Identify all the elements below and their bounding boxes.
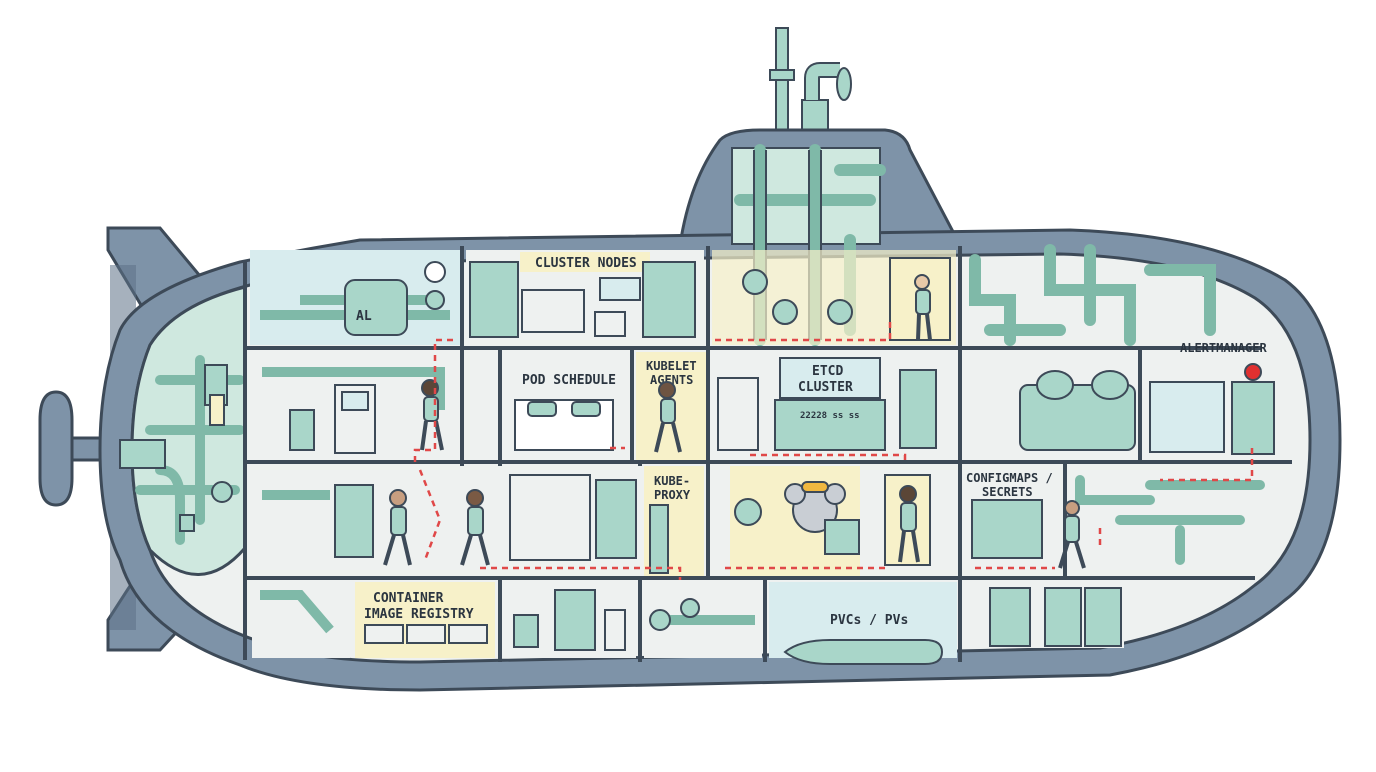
door: [554, 589, 596, 651]
utility-room: [504, 582, 636, 658]
tank: [344, 279, 408, 336]
locker-room: [964, 582, 1124, 648]
engine-block: [1019, 384, 1136, 451]
cabinet: [717, 377, 759, 451]
configmaps-label-line2: SECRETS: [982, 485, 1033, 499]
mascot-room: [730, 466, 931, 576]
engine-room: [964, 352, 1136, 460]
crew-member: [383, 489, 412, 566]
crew-member: [460, 489, 490, 566]
container-registry-room: CONTAINER IMAGE REGISTRY: [355, 582, 495, 658]
registry-label-line2: IMAGE REGISTRY: [364, 607, 474, 622]
desk: [594, 311, 626, 337]
crew-member: [654, 381, 682, 453]
server-cabinet: [971, 499, 1043, 559]
ramp-storage: [252, 582, 350, 658]
monitor-panel: [1149, 381, 1225, 453]
storage-crate: [406, 624, 446, 644]
door: [334, 484, 374, 558]
door: [595, 479, 637, 559]
storage-crate: [364, 624, 404, 644]
cluster-nodes-room: CLUSTER NODES: [466, 250, 704, 345]
etcd-panel-readout: 22228 ss ss: [800, 411, 860, 421]
stern-valves: [119, 364, 233, 532]
etcd-console: [774, 399, 886, 451]
snorkel-pipe: [804, 62, 852, 101]
valve-junction-room: [644, 582, 762, 658]
hard-hat-icon: [801, 481, 829, 493]
valve-wheel-icon: [425, 290, 445, 310]
door: [989, 587, 1031, 647]
crew-member: [1058, 500, 1086, 569]
forward-pipe-room: [1075, 475, 1265, 565]
pod-schedule-room: POD SCHEDULE: [504, 352, 628, 460]
pvcs-room: PVCs / PVs: [769, 582, 957, 665]
control-post: [604, 609, 626, 651]
pressure-gauge-icon: [424, 261, 446, 283]
locker: [642, 261, 696, 338]
alarm-light-icon: [1244, 363, 1262, 381]
crew-member: [898, 485, 920, 563]
torpedo: [783, 639, 944, 665]
tank-label: AL: [356, 309, 372, 324]
barrel: [513, 614, 539, 648]
valve-wheel-icon: [772, 299, 798, 325]
bunk-bed: [521, 289, 585, 333]
kube-proxy-room: KUBE- PROXY: [644, 466, 704, 576]
valve-wheel-icon: [742, 269, 768, 295]
alarm-cabinet: [1231, 381, 1275, 455]
crew-member: [914, 274, 932, 341]
deck-structure: [243, 246, 1292, 662]
cluster-nodes-label: CLUSTER NODES: [535, 256, 637, 271]
kube-proxy-label-line2: PROXY: [654, 488, 691, 502]
kubelet-label-line1: KUBELET: [646, 359, 697, 373]
kube-proxy-label-line1: KUBE-: [654, 474, 690, 488]
alertmanager-room: ALERTMANAGER: [1144, 341, 1280, 460]
etcd-cluster-room: ETCD CLUSTER 22228 ss ss: [712, 352, 956, 460]
wall-screen: [599, 277, 641, 301]
engine-pipe-room: [969, 244, 1216, 346]
locker: [1084, 587, 1122, 647]
alertmanager-label: ALERTMANAGER: [1180, 341, 1267, 355]
etcd-label-line2: CLUSTER: [798, 380, 853, 395]
configmaps-label-line1: CONFIGMAPS /: [966, 471, 1053, 485]
pvcs-label: PVCs / PVs: [830, 613, 908, 628]
valve-wheel-icon: [680, 598, 700, 618]
locker: [469, 261, 519, 338]
machine: [509, 474, 591, 561]
pipe-column: [649, 504, 669, 574]
pump: [289, 409, 315, 451]
valve-wheel-icon: [649, 609, 671, 631]
console: [824, 519, 860, 555]
storage-crate: [448, 624, 488, 644]
tank-room: AL: [250, 250, 460, 345]
valve-wheel-icon: [827, 299, 853, 325]
door: [899, 369, 937, 449]
periscope: [769, 27, 829, 134]
registry-label-line1: CONTAINER: [373, 591, 444, 606]
configmaps-room: CONFIGMAPS / SECRETS: [964, 466, 1062, 576]
pod-schedule-label: POD SCHEDULE: [522, 373, 616, 388]
valve-wheel-icon: [734, 498, 762, 526]
traffic-path: [413, 318, 1254, 580]
etcd-label-line1: ETCD: [812, 364, 843, 379]
locker: [1044, 587, 1082, 647]
